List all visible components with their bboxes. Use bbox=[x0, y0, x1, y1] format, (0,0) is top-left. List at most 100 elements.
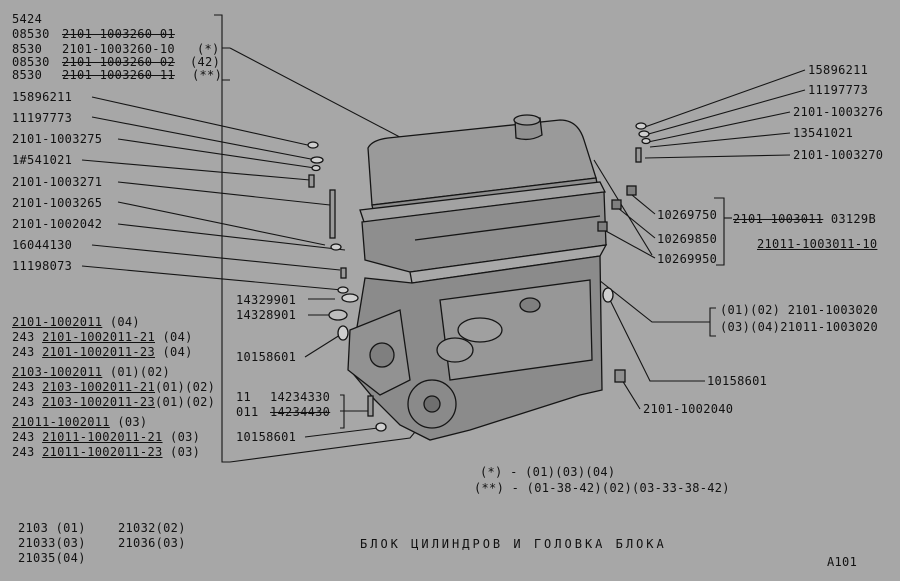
bolt-label-code: 14234330 bbox=[270, 390, 331, 404]
leader-r3 bbox=[647, 111, 791, 143]
model-code: 2103 (01) bbox=[18, 521, 86, 535]
left-part-label: 11197773 bbox=[12, 111, 73, 125]
leader-l6 bbox=[117, 201, 326, 246]
mid-left-part-label: 10158601 bbox=[236, 350, 297, 364]
top-left-code-a: 08530 bbox=[12, 55, 50, 69]
leader-l3 bbox=[117, 138, 316, 169]
right-lower-part-label: 2101-1002040 bbox=[643, 402, 734, 416]
block-variant-suffix: (04) bbox=[162, 330, 193, 344]
leader-l5 bbox=[117, 181, 331, 206]
gasket-bracket bbox=[709, 307, 716, 337]
leader-m3 bbox=[304, 334, 341, 358]
left-part-label: 16044130 bbox=[12, 238, 73, 252]
engine bbox=[307, 114, 651, 441]
block-variant-code: 2103-1002011 bbox=[12, 365, 103, 379]
top-left-code-a: 08530 bbox=[12, 27, 50, 41]
right-part-label: 2101-1003276 bbox=[793, 105, 884, 119]
block-variant-suffix: (01)(02) bbox=[109, 365, 171, 379]
right-part-label: 2101-1003270 bbox=[793, 148, 884, 162]
model-row: 21035(04) bbox=[18, 552, 86, 565]
block-variant-suffix: (03) bbox=[117, 415, 148, 429]
leader-l7 bbox=[117, 223, 346, 251]
leader-cover bbox=[229, 47, 416, 146]
head-assembly-row: 2101-1003011 03129B bbox=[733, 213, 876, 226]
left-part-label: 2101-1003271 bbox=[12, 175, 103, 189]
model-code: 21035(04) bbox=[18, 551, 86, 565]
block-variant-row: 2103-1002011 (01)(02) bbox=[12, 366, 170, 379]
head-bracket bbox=[714, 197, 725, 266]
diagram-title: БЛОК ЦИЛИНДРОВ И ГОЛОВКА БЛОКА bbox=[360, 537, 667, 551]
block-variant-suffix: (03) bbox=[170, 445, 201, 459]
leader-l8 bbox=[91, 244, 341, 271]
model-code: 21032(02) bbox=[118, 521, 186, 535]
block-variant-prefix: 243 bbox=[12, 445, 35, 459]
left-part-label: 2101-1003275 bbox=[12, 132, 103, 146]
leader-l1 bbox=[91, 96, 313, 147]
top-left-row-2: 8530 2101-1003260-10 (*) bbox=[12, 42, 219, 56]
bottom-left-part-label: 10158601 bbox=[236, 430, 297, 444]
top-left-code-b: 2101-1003260-02 bbox=[62, 55, 175, 69]
left-part-label: 1#541021 bbox=[12, 153, 73, 167]
left-part-label: 2101-1003265 bbox=[12, 196, 103, 210]
leader-h1 bbox=[631, 194, 656, 215]
page-code: A101 bbox=[827, 555, 858, 569]
block-variant-prefix: 243 bbox=[12, 330, 35, 344]
block-variant-prefix: 243 bbox=[12, 345, 35, 359]
model-row: 21033(03) 21036(03) bbox=[18, 536, 185, 550]
block-variant-row: 243 2101-1002011-21 (04) bbox=[12, 331, 193, 344]
bolt-label-row: 11 14234330 bbox=[236, 390, 330, 404]
block-variant-prefix: 243 bbox=[12, 395, 35, 409]
gasket-code: 2101-1003020 bbox=[787, 303, 879, 317]
block-variant-suffix: (04) bbox=[109, 315, 140, 329]
leader-r4 bbox=[649, 132, 791, 148]
block-variant-row: 243 21011-1002011-23 (03) bbox=[12, 446, 200, 459]
top-left-code-a: 8530 bbox=[12, 42, 43, 56]
block-variant-row: 2101-1002011 (04) bbox=[12, 316, 140, 329]
top-left-mark: (*) bbox=[197, 42, 220, 56]
block-variant-suffix: (01)(02) bbox=[154, 380, 216, 394]
block-variant-row: 243 21011-1002011-21 (03) bbox=[12, 431, 200, 444]
block-variant-suffix: (01)(02) bbox=[154, 395, 216, 409]
leader-l9 bbox=[81, 265, 343, 291]
block-variant-code: 21011-1002011-21 bbox=[42, 430, 163, 444]
valve-cover bbox=[367, 119, 597, 206]
block-variant-row: 21011-1002011 (03) bbox=[12, 416, 147, 429]
head-assembly-code: 21011-1003011-10 bbox=[757, 237, 878, 251]
leader-h3 bbox=[603, 229, 656, 259]
bolt-label-prefix: 11 bbox=[236, 390, 252, 404]
leader-r2 bbox=[644, 89, 806, 136]
bracket-ticks bbox=[222, 47, 230, 81]
top-left-code-a: 8530 bbox=[12, 68, 43, 82]
head-part-label: 10269750 bbox=[657, 208, 718, 222]
block-variant-suffix: (04) bbox=[162, 345, 193, 359]
gasket-code: 21011-1003020 bbox=[780, 320, 879, 334]
footnote: (**) - (01-38-42)(02)(03-33-38-42) bbox=[474, 481, 730, 495]
block-variant-code: 2101-1002011 bbox=[12, 315, 103, 329]
leader-l2 bbox=[91, 116, 317, 161]
leader-h2 bbox=[617, 207, 656, 239]
leader-r7 bbox=[621, 379, 641, 410]
left-part-label: 2101-1002042 bbox=[12, 217, 103, 231]
block-variant-code: 2101-1002011-23 bbox=[42, 345, 155, 359]
head-part-label: 10269950 bbox=[657, 252, 718, 266]
top-left-mark: (**) bbox=[192, 68, 223, 82]
right-part-label: 11197773 bbox=[808, 83, 869, 97]
gasket-marks: (01)(02) bbox=[720, 303, 781, 317]
gasket-marks: (03)(04) bbox=[720, 320, 781, 334]
gasket-row: (01)(02) 2101-1003020 bbox=[720, 304, 878, 317]
left-bracket bbox=[214, 14, 230, 463]
head-assembly-suffix: 03129B bbox=[830, 212, 876, 226]
leader-bottom bbox=[304, 427, 379, 438]
model-code: 21033(03) bbox=[18, 536, 86, 550]
top-left-code-b: 2101-1003260-10 bbox=[62, 42, 175, 56]
model-code: 21036(03) bbox=[118, 536, 186, 550]
right-part-label: 13541021 bbox=[793, 126, 854, 140]
block-variant-suffix: (03) bbox=[170, 430, 201, 444]
gasket-row: (03)(04)21011-1003020 bbox=[720, 321, 878, 334]
leader-r1 bbox=[641, 69, 806, 129]
left-part-label: 11198073 bbox=[12, 259, 73, 273]
top-left-row-0: 5424 bbox=[12, 13, 42, 26]
